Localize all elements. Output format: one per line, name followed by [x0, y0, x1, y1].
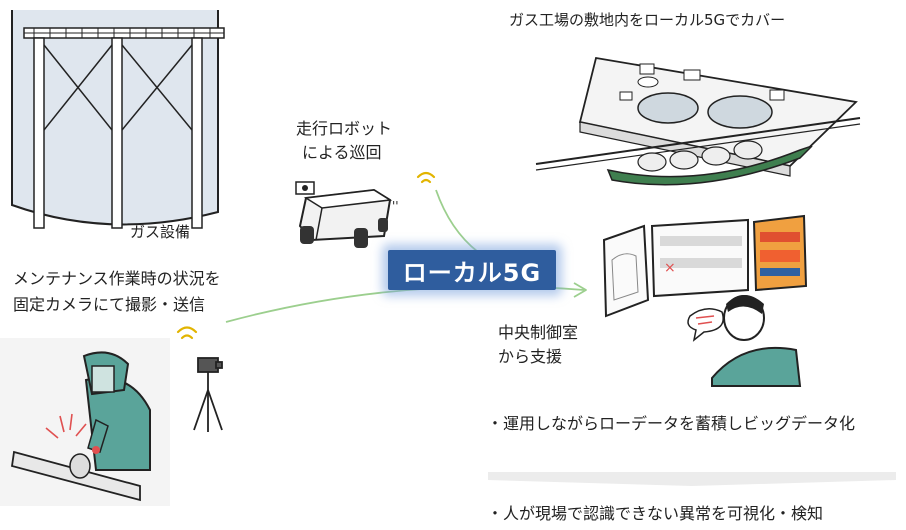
control-room-label-line2: から支援 — [498, 347, 563, 366]
welder-worker-illustration — [0, 338, 170, 506]
gas-plant-illustration — [535, 56, 861, 186]
bullet-anomaly-detection: ・人が現場で認識できない異常を可視化・検知 — [487, 504, 824, 523]
patrol-robot-illustration: '' — [295, 181, 399, 248]
gas-equipment-label: ガス設備 — [130, 223, 191, 241]
svg-text:×: × — [664, 260, 676, 276]
divider-arrow — [488, 472, 896, 486]
maintenance-label-line2: 固定カメラにて撮影・送信 — [13, 295, 206, 314]
maintenance-label-line1: メンテナンス作業時の状況を — [13, 269, 221, 288]
gas-tank-illustration — [11, 10, 225, 229]
svg-text:'': '' — [392, 199, 399, 213]
plant-caption: ガス工場の敷地内をローカル5Gでカバー — [509, 11, 786, 29]
robot-label-line1: 走行ロボット — [296, 119, 393, 138]
bullet-big-data: ・運用しながらローデータを蓄積しビッグデータ化 — [487, 414, 856, 433]
control-room-label-line1: 中央制御室 — [498, 323, 579, 342]
robot-label-line2: による巡回 — [302, 143, 382, 162]
local5g-badge: ローカル5G — [388, 250, 556, 290]
fixed-camera-illustration — [193, 357, 223, 432]
control-room-illustration: × — [602, 214, 808, 387]
signal-icon — [176, 171, 436, 340]
